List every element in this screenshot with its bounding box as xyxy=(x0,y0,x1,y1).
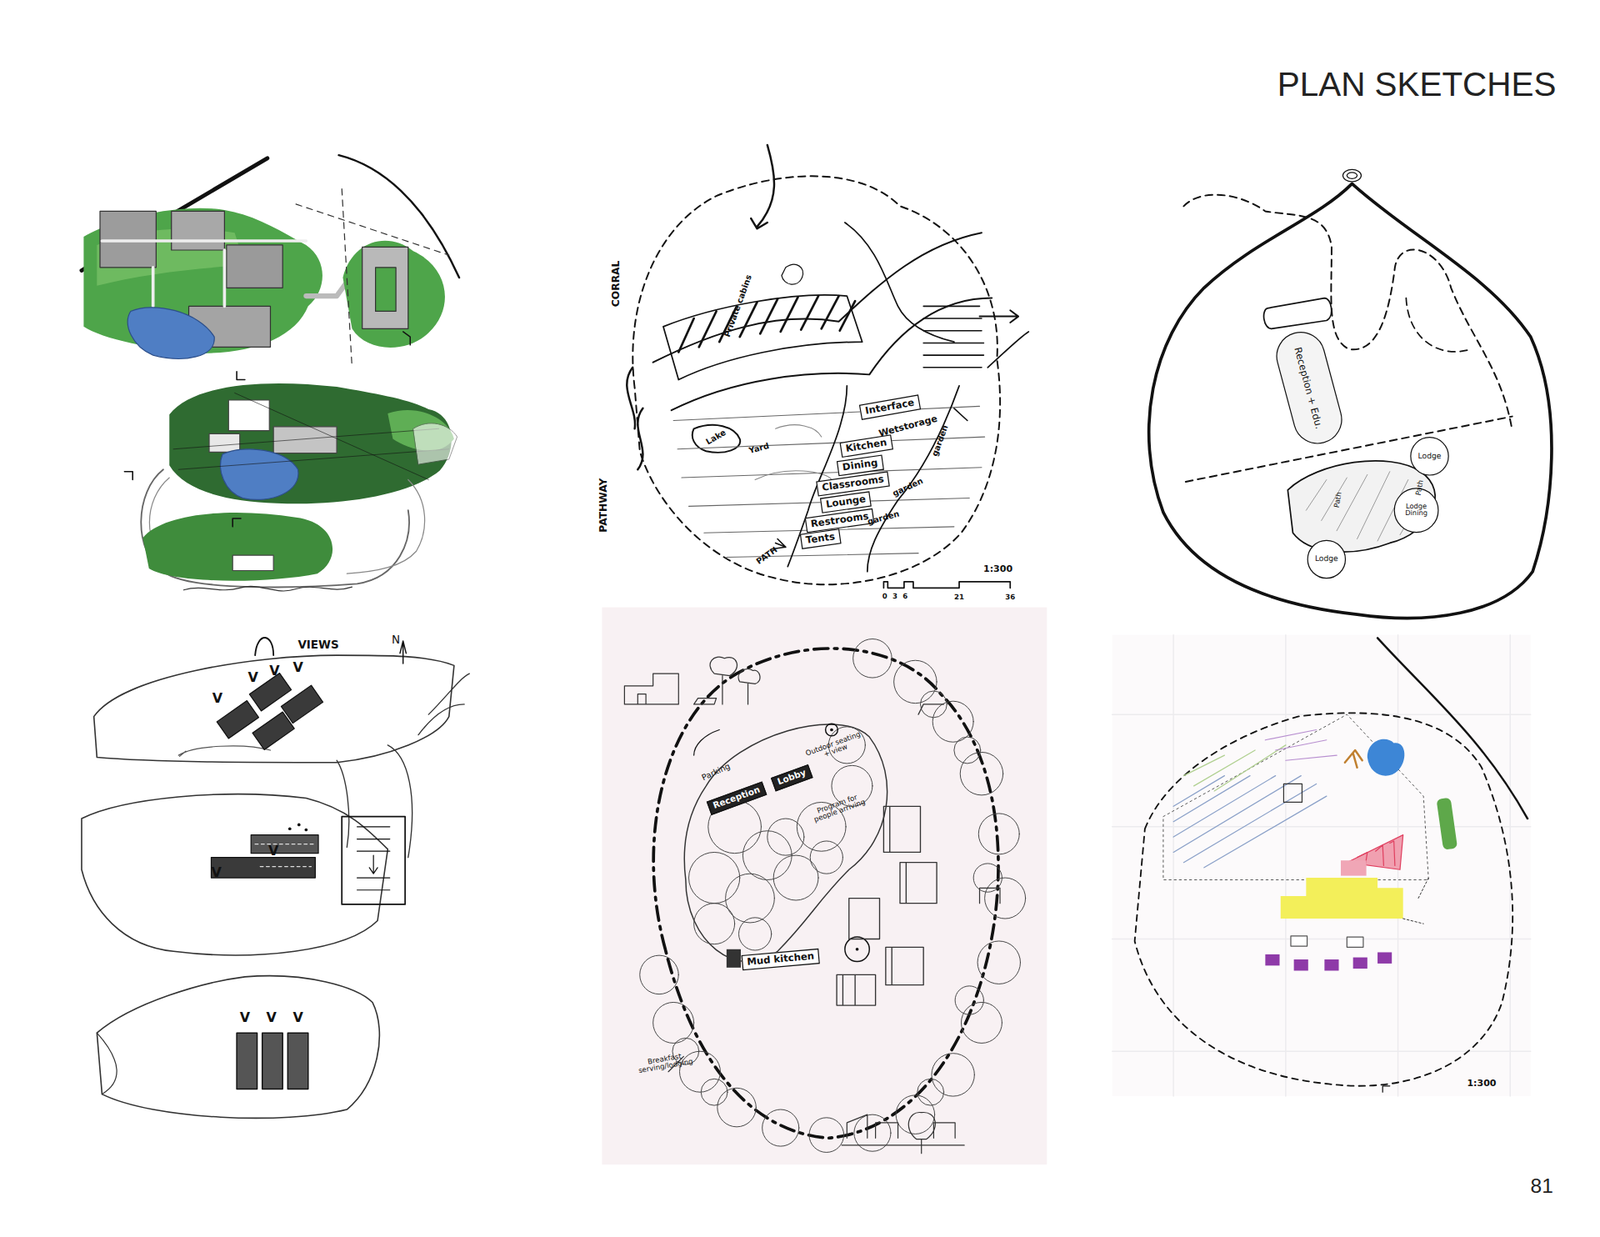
room-box: Interface xyxy=(859,394,921,420)
zoning-sketch xyxy=(626,145,1029,588)
node-text: Lounge xyxy=(825,493,867,510)
node-text: Classrooms xyxy=(821,474,885,495)
scale-number: 3 xyxy=(892,593,898,601)
node-text: Kitchen xyxy=(845,437,888,455)
node-text: Lodge xyxy=(1418,452,1442,461)
node-text: Reception xyxy=(711,785,761,811)
view-mark: V xyxy=(212,690,223,705)
page-title: PLAN SKETCHES xyxy=(1277,65,1557,105)
zone-label: garden xyxy=(891,476,925,499)
program-box: Mud kitchen xyxy=(741,948,820,970)
site-plan-sketch xyxy=(81,155,460,591)
view-mark: V xyxy=(268,844,279,859)
zone-label: Lake xyxy=(705,428,728,447)
site-label: PATHWAY xyxy=(598,478,610,533)
view-mark: V xyxy=(292,1010,303,1025)
colour-zoning-sketch xyxy=(1112,635,1531,1096)
node-text: Mud kitchen xyxy=(746,950,815,968)
view-mark: V xyxy=(269,663,280,678)
massing-sketches xyxy=(81,637,470,1118)
node-text: Lobby xyxy=(775,767,807,787)
note-label: Outdoor seating + view xyxy=(802,730,867,766)
page-number: 81 xyxy=(1530,1175,1554,1197)
site-label: PATH xyxy=(755,545,780,566)
view-mark: V xyxy=(240,1010,250,1025)
scale-label: 1:300 xyxy=(983,564,1013,575)
zone-label: Yard xyxy=(748,442,770,456)
view-mark: V xyxy=(210,865,221,880)
node-text: Restrooms xyxy=(810,510,870,530)
node-text: Lodge Dining xyxy=(1395,503,1438,518)
scale-label: 1:300 xyxy=(1466,1079,1496,1090)
node-text: Tents xyxy=(805,530,836,546)
note-label: Program for people arriving xyxy=(806,790,871,826)
node-text: Dining xyxy=(841,457,879,474)
program-box: Lobby xyxy=(770,764,814,791)
view-mark: V xyxy=(266,1010,277,1025)
node-text: Reception + Edu. xyxy=(1292,345,1325,430)
room-box: Restrooms xyxy=(805,508,875,534)
view-mark: V xyxy=(248,670,259,685)
scale-number: 21 xyxy=(954,594,965,602)
program-box: Reception xyxy=(706,780,768,815)
trace-sketch xyxy=(601,607,1047,1165)
zone-label: Path xyxy=(1333,491,1344,509)
site-label: CORRAL xyxy=(610,260,622,308)
program-circle: Lodge xyxy=(1307,540,1347,580)
zone-label: Wetstorage xyxy=(877,414,939,440)
zone-label: Private cabins xyxy=(723,274,755,339)
zone-label: Parking xyxy=(700,762,732,784)
program-capsule: Reception + Edu. xyxy=(1270,325,1348,450)
node-text: Interface xyxy=(864,397,915,418)
views-label: VIEWS xyxy=(297,639,339,651)
north-label: N xyxy=(391,634,400,646)
program-circle: Lodge xyxy=(1410,436,1450,476)
scale-number: 6 xyxy=(902,593,908,601)
scale-number: 36 xyxy=(1005,594,1015,602)
zone-label: garden xyxy=(930,424,950,458)
view-mark: V xyxy=(292,660,303,675)
node-text: Lodge xyxy=(1315,555,1339,564)
note-label: Breakfast serving/lodging xyxy=(626,1049,704,1077)
scale-number: 0 xyxy=(882,593,888,601)
bubble-diagram-sketch xyxy=(1149,169,1552,618)
room-box: Kitchen xyxy=(839,434,893,458)
